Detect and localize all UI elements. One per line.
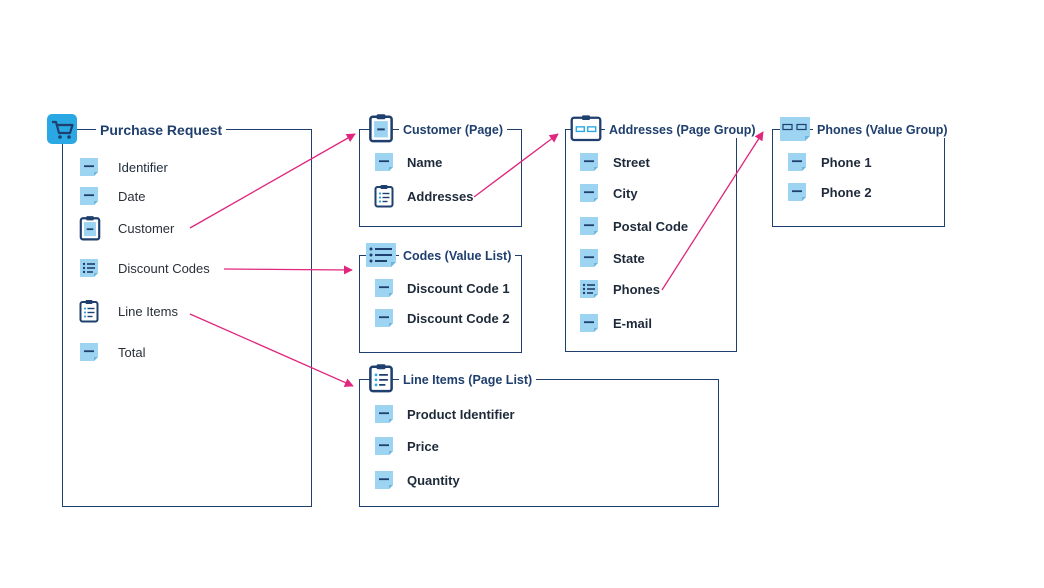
list-icon: [579, 279, 599, 299]
field-icon: [374, 404, 394, 424]
item-label: Street: [613, 154, 650, 170]
line-items-page-list-title: Line Items (Page List): [399, 372, 537, 388]
field-icon: [787, 152, 807, 172]
purchase-request-item: Identifier: [79, 157, 168, 177]
field-icon: [79, 342, 99, 362]
phones-value-group-title: Phones (Value Group): [813, 122, 952, 138]
clipboard-icon: [366, 113, 396, 143]
phones-value-group-box: [772, 129, 945, 227]
item-label: Identifier: [118, 159, 168, 175]
addresses-page-group-title: Addresses (Page Group): [605, 122, 760, 138]
addresses-item: Postal Code: [579, 216, 688, 236]
line-items-page-list-box: [359, 379, 719, 507]
purchase-request-item: Discount Codes: [79, 258, 210, 278]
item-label: Price: [407, 438, 439, 454]
customer-page-title: Customer (Page): [399, 122, 508, 138]
clipboard-group-icon: [570, 113, 602, 143]
field-icon: [579, 152, 599, 172]
field-icon: [79, 157, 99, 177]
addresses-item: Street: [579, 152, 650, 172]
customer-page-box: [359, 129, 522, 227]
item-label: Discount Code 1: [407, 280, 510, 296]
line-items-item: Product Identifier: [374, 404, 515, 424]
purchase-request-item: Customer: [79, 215, 174, 241]
item-label: Phone 2: [821, 184, 872, 200]
item-label: Total: [118, 344, 146, 360]
customer-page-item: Addresses: [374, 184, 473, 208]
field-icon: [579, 216, 599, 236]
list-icon: [365, 242, 397, 268]
codes-value-list-title: Codes (Value List): [399, 248, 516, 264]
item-label: E-mail: [613, 315, 653, 331]
line-items-item: Price: [374, 436, 439, 456]
purchase-request-item: Date: [79, 186, 145, 206]
list-icon: [79, 258, 99, 278]
field-icon: [579, 183, 599, 203]
item-label: Date: [118, 188, 146, 204]
field-icon: [374, 436, 394, 456]
item-label: Postal Code: [613, 218, 689, 234]
item-label: Product Identifier: [407, 406, 515, 422]
item-label: Customer: [118, 220, 175, 236]
clipboard-list-icon: [374, 184, 394, 208]
field-icon: [374, 152, 394, 172]
item-label: Discount Code 2: [407, 310, 510, 326]
field-icon: [579, 248, 599, 268]
item-label: Addresses: [407, 188, 474, 204]
addresses-item: E-mail: [579, 313, 652, 333]
item-label: Name: [407, 154, 443, 170]
field-icon: [579, 313, 599, 333]
codes-value-list-box: [359, 255, 522, 353]
purchase-request-title: Purchase Request: [96, 122, 227, 138]
line-items-item: Quantity: [374, 470, 460, 490]
field-icon: [787, 182, 807, 202]
item-label: State: [613, 250, 645, 266]
codes-value-list-item: Discount Code 1: [374, 278, 510, 298]
addresses-item: State: [579, 248, 645, 268]
shopping-cart-icon: [47, 114, 77, 144]
clipboard-list-icon: [366, 363, 396, 393]
value-group-icon: [779, 116, 811, 142]
codes-value-list-item: Discount Code 2: [374, 308, 510, 328]
customer-page-item: Name: [374, 152, 442, 172]
phones-item: Phone 1: [787, 152, 872, 172]
clipboard-icon: [79, 215, 101, 241]
purchase-request-item: Total: [79, 342, 145, 362]
item-label: Phones: [613, 281, 660, 297]
addresses-item: City: [579, 183, 638, 203]
purchase-request-item: Line Items: [79, 299, 178, 323]
field-icon: [79, 186, 99, 206]
item-label: Discount Codes: [118, 260, 210, 276]
item-label: Phone 1: [821, 154, 872, 170]
item-label: Quantity: [407, 472, 460, 488]
item-label: Line Items: [118, 303, 178, 319]
addresses-item: Phones: [579, 279, 660, 299]
item-label: City: [613, 185, 638, 201]
field-icon: [374, 278, 394, 298]
field-icon: [374, 470, 394, 490]
clipboard-list-icon: [79, 299, 99, 323]
phones-item: Phone 2: [787, 182, 872, 202]
field-icon: [374, 308, 394, 328]
